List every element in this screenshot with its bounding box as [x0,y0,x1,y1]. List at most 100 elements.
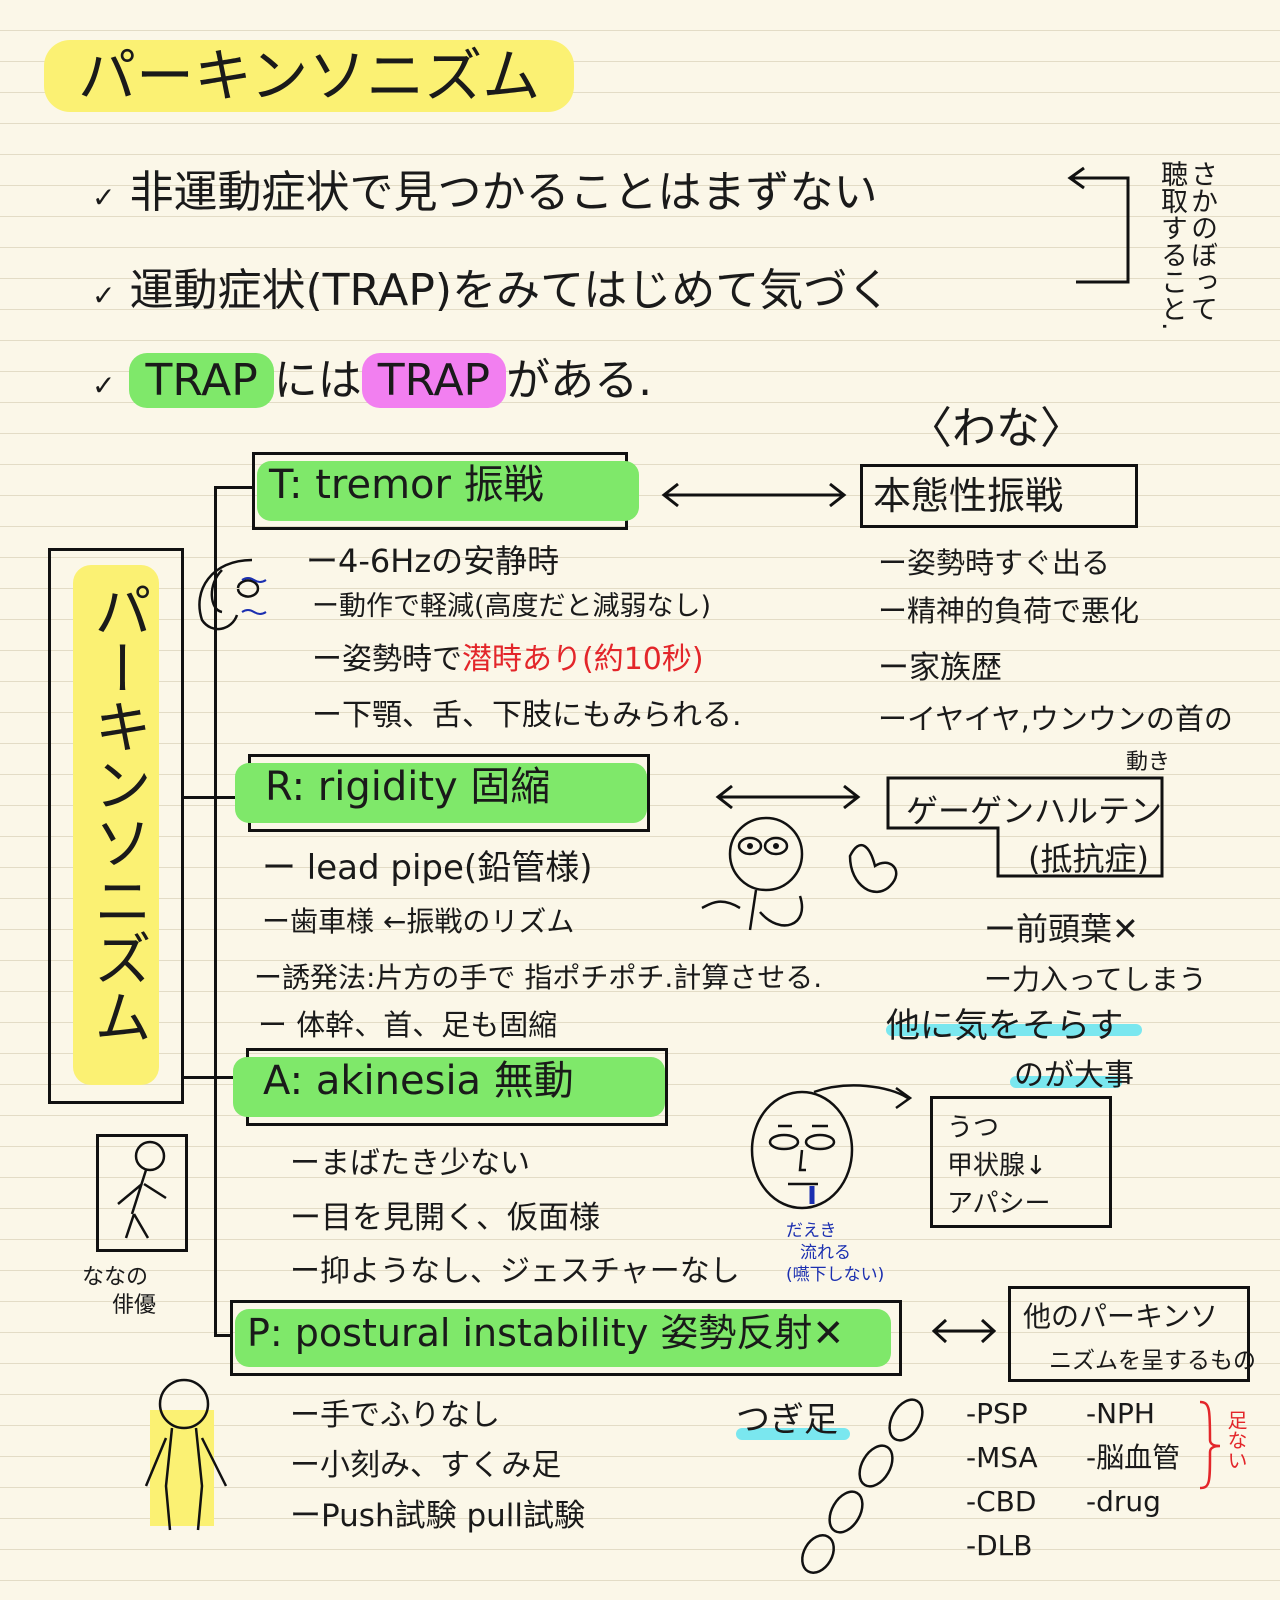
r-item-2: ー歯車様 ←振戦のリズム [262,905,575,938]
r-header-highlight [235,763,647,823]
a-header: A: akinesia 無動 [263,1058,574,1104]
trap-end: がある. [506,355,653,406]
side-note-line-2: 聴取すること. [1156,160,1187,331]
t-header: T: tremor 振戦 [269,462,544,508]
t-item-4: ー下顎、舌、下肢にもみられる. [312,698,742,733]
intro-text-1: 非運動症状で見つかることはまずない [129,167,878,218]
bracket-arrow-icon [1067,166,1130,284]
intro-line-1: ✓ 非運動症状で見つかることはまずない [92,156,877,220]
r-header: R: rigidity 固縮 [265,764,551,810]
nana-note-2: 俳優 [112,1293,157,1318]
gegenhalten-item-1: ー前頭葉✕ [984,910,1139,948]
tree-branch-r [184,796,252,799]
brace-icon [1199,1400,1221,1490]
check-icon: ✓ [92,279,116,312]
r-item-4: ー 体幹、首、足も固縮 [258,1008,558,1042]
footprints-icon [801,1398,924,1574]
double-arrow-icon [715,784,861,810]
p-item-2: ー小刻み、すくみ足 [290,1448,562,1483]
tip-highlight-2 [1010,1076,1122,1088]
trap-connector: には [273,355,362,406]
tree-branch-a [184,1076,246,1079]
disease-nph: -NPH [1086,1397,1155,1430]
disease-drug: -drug [1086,1485,1161,1518]
cross-mark-icon: ✕ [812,1311,845,1355]
p-header-highlight [235,1309,891,1367]
et-item-2: ー精神的負荷で悪化 [878,594,1140,628]
akinesia-trap-3: アパシー [947,1189,1051,1219]
tree-trunk [214,486,217,1336]
other-box-line-1: 他のパーキンソ [1023,1300,1219,1333]
et-item-4: ーイヤイヤ,ウンウンの首の [878,702,1233,736]
disease-msa: -MSA [966,1441,1038,1474]
stick-figure-rigidity-icon [701,816,898,931]
p-header-box: P: postural instability 姿勢反射✕ [230,1300,902,1376]
p-item-1: ー手でふりなし [290,1398,500,1433]
disease-dlb: -DLB [966,1529,1033,1562]
stick-figure-posture-icon [144,1378,228,1531]
gegenhalten-tip-2: のが大事 [1014,1058,1134,1093]
disease-cbd: -CBD [966,1485,1037,1518]
side-note: さかのぼって 聴取すること. [1156,160,1217,331]
r-item-1: ー lead pipe(鉛管様) [262,848,593,888]
t-header-box: T: tremor 振戦 [252,452,639,530]
a-item-3: ー抑ようなし、ジェスチャーなし [290,1254,740,1289]
t-item-3: ー姿勢時で潜時あり(約10秒) [312,634,704,678]
a-item-1: ーまばたき少ない [290,1146,530,1181]
side-label-box: パーキンソニズム [48,548,184,1104]
akinesia-trap-box: うつ 甲状腺↓ アパシー [930,1096,1112,1228]
wana-label: 〈わな〉 [908,403,1084,454]
gegenhalten-tip-1: 他に気をそらす [886,1006,1124,1046]
et-item-5: 動き [1126,750,1171,775]
tip-highlight-1 [886,1024,1142,1036]
mask-face-icon [750,1084,913,1210]
tree-branch-t [214,486,252,489]
essential-tremor-box: 本態性振戦 [860,464,1138,528]
drool-note-2: 流れる [800,1243,851,1263]
tsugiashi-highlight [736,1428,850,1440]
trap-pink: TRAP [361,353,507,408]
other-box-line-2: ニズムを呈するもの [1049,1348,1256,1374]
p-header: P: postural instability 姿勢反射✕ [247,1303,844,1363]
t-header-highlight [257,461,639,521]
double-arrow-icon [931,1318,997,1344]
p-item-3: ーPush試験 pull試験 [290,1498,585,1534]
disease-list-2: -NPH -脳血管 -drug [1086,1392,1180,1524]
t-item-3-text: ー姿勢時で [312,642,462,677]
page-title: パーキンソニズム [44,40,575,112]
gegenhalten-title-2: (抵抗症) [1028,840,1149,878]
nana-note: ななの 俳優 [82,1264,156,1320]
hand-tremor-icon [198,558,267,631]
p-header-text: P: postural instability 姿勢反射 [247,1311,813,1355]
gegenhalten-box [886,776,1164,878]
tsugiashi-label: つぎ足 [736,1400,838,1440]
a-item-2: ー目を見開く、仮面様 [290,1200,600,1236]
nana-note-1: ななの [82,1265,149,1290]
side-label: パーキンソニズム [84,581,152,1045]
akinesia-trap-2: 甲状腺↓ [947,1151,1047,1181]
side-note-line-1: さかのぼって [1186,160,1217,322]
intro-text-2: 運動症状(TRAP)をみてはじめて気づく [129,265,892,316]
side-red-note: 足ない [1224,1410,1248,1470]
t-item-1: ー4-6Hzの安静時 [306,542,560,580]
gegenhalten-item-2: ー力入ってしまう [984,963,1207,996]
intro-line-2: ✓ 運動症状(TRAP)をみてはじめて気づく [92,254,891,318]
disease-psp: -PSP [966,1397,1028,1430]
et-item-1: ー姿勢時すぐ出る [878,546,1111,580]
tree-branch-p [214,1334,230,1337]
t-red-note: 潜時あり(約10秒) [462,642,704,677]
r-header-box: R: rigidity 固縮 [235,754,650,832]
a-header-highlight [233,1057,665,1117]
side-label-highlight [73,565,159,1085]
actor-frame [96,1134,188,1252]
disease-list-1: -PSP -MSA -CBD -DLB [966,1392,1038,1568]
r-item-3: ー誘発法:片方の手で 指ポチポチ.計算させる. [254,961,823,994]
drool-note: だえき 流れる (嚥下しない) [786,1220,884,1286]
stick-figure-icon [117,1140,167,1239]
a-header-box: A: akinesia 無動 [233,1048,668,1126]
gegenhalten-title-1: ゲーゲンハルテン [906,792,1163,830]
figure-highlight [150,1410,214,1526]
check-icon: ✓ [92,369,116,402]
t-item-2: ー動作で軽減(高度だと減弱なし) [312,591,712,622]
